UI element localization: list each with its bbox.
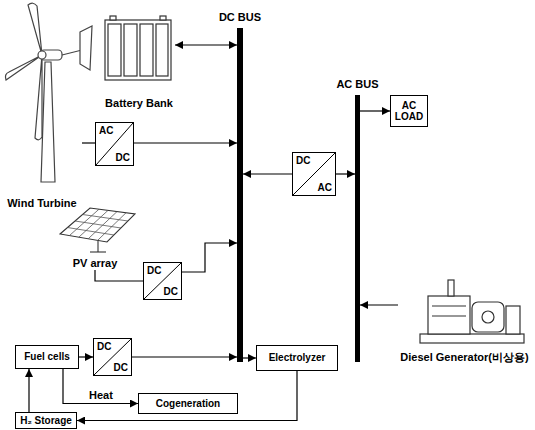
converter-label: DC — [164, 286, 178, 298]
pv-array: PV array — [50, 204, 140, 270]
generator-detail — [432, 305, 466, 306]
converter-box: AC DC — [95, 122, 134, 166]
generator-exhaust — [448, 280, 454, 296]
battery-cell — [108, 24, 121, 76]
converter-diagonal-line — [96, 123, 133, 165]
fuel-cell-box: Fuel cells — [15, 345, 79, 369]
battery-cell — [140, 24, 153, 76]
cogeneration-box: Cogeneration — [138, 393, 238, 414]
connector — [132, 356, 237, 357]
wind-turbine: Wind Turbine — [2, 2, 82, 210]
connector — [95, 270, 143, 281]
battery-case — [105, 20, 171, 80]
connector — [182, 243, 237, 272]
battery-drawing — [105, 16, 171, 80]
edge-label: Heat — [87, 389, 115, 401]
converter-label: DC — [296, 155, 310, 167]
converter-label: DC — [116, 152, 130, 164]
battery-cell — [156, 24, 168, 76]
generator-control-box — [506, 306, 520, 334]
connector — [134, 142, 237, 143]
converter-diagonal-line — [144, 263, 181, 299]
node-label: Fuel cells — [24, 351, 70, 363]
connector — [360, 110, 390, 111]
converter-label: DC — [97, 341, 111, 353]
converter-box: DCDC — [143, 262, 182, 300]
pv-array-drawing — [60, 208, 135, 252]
ac-bus-bar: AC BUS — [355, 95, 360, 362]
converter-label: DC — [147, 265, 161, 277]
battery-terminal — [110, 16, 116, 20]
battery-bank: Battery Bank — [103, 14, 175, 110]
connector — [79, 356, 93, 357]
connector — [336, 173, 355, 174]
generator-detail — [432, 315, 466, 316]
wind-turbine-drawing — [5, 3, 92, 182]
connector — [243, 173, 292, 174]
turbine-blade — [28, 3, 42, 55]
node-label: AC LOAD — [391, 100, 427, 123]
storage-box: H₂ Storage — [15, 412, 77, 429]
connector — [243, 357, 256, 358]
pv-panel-grid — [68, 209, 129, 240]
converter-label: AC — [99, 125, 113, 137]
converter-box: DCDC — [93, 338, 132, 376]
pv-panel — [60, 208, 135, 242]
converter-box: DC AC — [292, 152, 336, 196]
connector — [77, 371, 297, 421]
connector — [82, 142, 95, 143]
diesel-generator-drawing — [420, 280, 524, 343]
turbine-blade — [35, 55, 42, 140]
node-label: Battery Bank — [105, 97, 173, 110]
node-label: PV array — [73, 257, 118, 270]
bus-label: AC BUS — [336, 78, 378, 91]
generator-detail — [482, 311, 494, 323]
generator-engine — [428, 296, 470, 334]
generator-alternator — [472, 302, 504, 332]
node-label: Electrolyzer — [269, 352, 326, 364]
node-label: H₂ Storage — [20, 415, 72, 427]
connector — [175, 44, 237, 45]
converter-label: AC — [318, 182, 332, 194]
converter-label: DC — [114, 362, 128, 374]
node-label: Wind Turbine — [7, 197, 76, 210]
turbine-tower — [41, 62, 55, 182]
turbine-blade — [5, 55, 42, 80]
node-label: Cogeneration — [156, 398, 220, 410]
converter-diagonal-line — [293, 153, 335, 195]
pv-stand — [90, 251, 106, 252]
node-label: Diesel Generator(비상용) — [400, 351, 528, 364]
generator-skid — [420, 334, 524, 343]
battery-cell — [124, 24, 137, 76]
bus-label: DC BUS — [219, 11, 261, 24]
turbine-tail-vane — [80, 26, 92, 70]
dc-bus-bar: DC BUS — [237, 28, 243, 362]
turbine-tail-boom — [62, 50, 82, 55]
load-box: AC LOAD — [390, 95, 428, 127]
pv-grid-line — [98, 213, 126, 241]
converter-diagonal-line — [94, 339, 131, 375]
diesel-generator: Diesel Generator(비상용) — [398, 276, 531, 364]
electrolyzer-box: Electrolyzer — [256, 345, 338, 371]
connector — [360, 304, 398, 305]
connector — [28, 369, 29, 412]
battery-terminal — [160, 16, 166, 20]
turbine-hub — [38, 51, 46, 59]
